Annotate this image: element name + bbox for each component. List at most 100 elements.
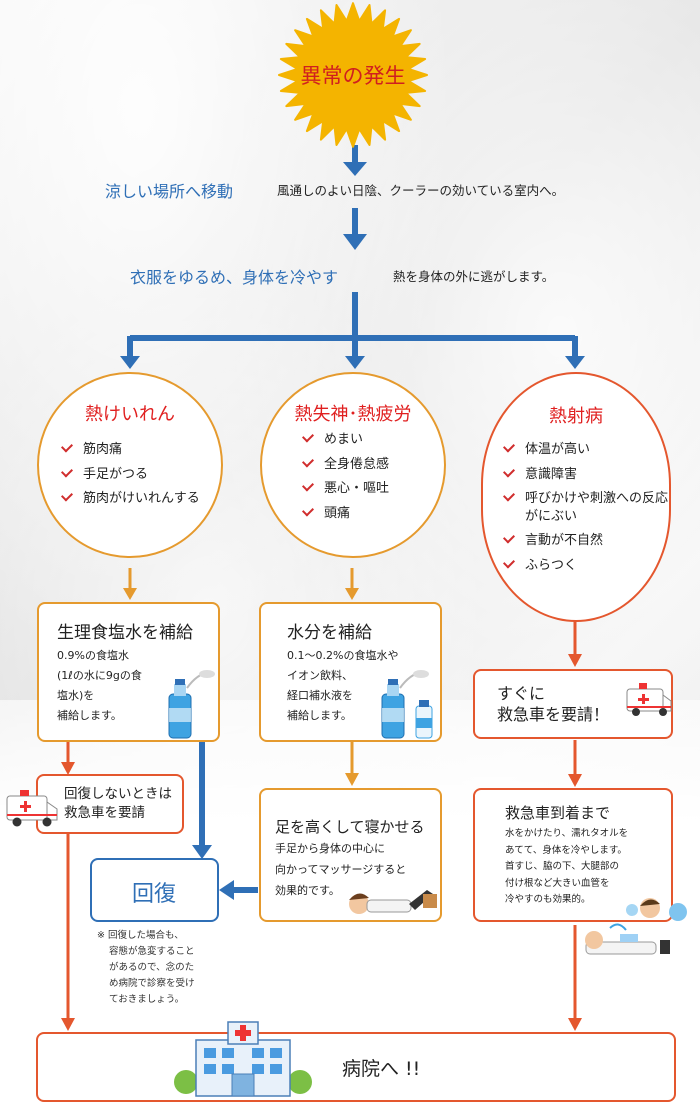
symptom-item: 言動が不自然: [501, 529, 669, 554]
action-call-ambulance: すぐに 救急車を要請！: [473, 669, 673, 739]
check-icon: [301, 479, 315, 492]
symptom-item: 悪心・嘔吐: [300, 477, 389, 502]
arrowhead-heatstroke-to-ambulance: [568, 654, 582, 667]
followup-title: 足を高くして寝かせる: [275, 818, 425, 836]
arrowhead-branch-right: [565, 356, 585, 369]
step-cool-title: 衣服をゆるめ、身体を冷やす: [130, 268, 339, 287]
starburst: [278, 2, 428, 148]
action-title-line: すぐに: [497, 684, 546, 703]
arrowhead-branch-left: [120, 356, 140, 369]
recovery-note-line: があるので、念のた: [109, 962, 195, 973]
action-water: 水分を補給 0.1～0.2%の食塩水や イオン飲料、 経口補水液を 補給します。: [259, 602, 442, 742]
symptom-text: ふらつく: [525, 557, 578, 573]
arrowhead-saline-to-recovery: [192, 845, 212, 859]
followup-line: 救急車を要請: [64, 805, 145, 821]
drink-bottles-icon: [381, 670, 433, 739]
followup-body: 手足から身体の中心に 向かってマッサージすると 効果的です。: [275, 838, 406, 901]
symptom-item: 筋肉がけいれんする: [59, 487, 200, 512]
ambulance-icon: [6, 790, 58, 827]
symptom-item: 全身倦怠感: [300, 453, 389, 478]
symptom-text: 悪心・嘔吐: [324, 481, 390, 496]
arrowhead-waiting-to-hospital: [568, 1018, 582, 1031]
condition-heat-stroke: 熱射病 体温が高い 意識障害 呼びかけや刺激への反応がにぶい 言動が不自然 ふら…: [481, 372, 671, 622]
check-icon: [60, 489, 74, 502]
symptom-text: 呼びかけや刺激への反応がにぶい: [525, 491, 669, 524]
cooling-person-icon: [585, 898, 687, 955]
arrowhead-noreply-to-hospital: [61, 1018, 75, 1031]
action-line: 0.9%の食塩水: [57, 649, 129, 662]
followup-line: 冷やすのも効果的。: [505, 894, 591, 905]
symptom-item: 呼びかけや刺激への反応がにぶい: [501, 487, 669, 529]
check-icon: [301, 430, 315, 443]
action-line: 経口補水液を: [287, 689, 353, 702]
symptom-text: めまい: [324, 432, 364, 447]
symptom-text: 筋肉がけいれんする: [83, 491, 200, 506]
check-icon: [301, 503, 315, 517]
action-title: 生理食塩水を補給: [57, 623, 193, 643]
recovery-note: ※ 回復した場合も、 容態が急変すること があるので、念のた め病院で診察を受け…: [97, 928, 195, 1008]
symptom-text: 手足がつる: [83, 466, 149, 482]
symptom-text: 筋肉痛: [83, 442, 123, 457]
step-move-title: 涼しい場所へ移動: [105, 182, 234, 201]
action-line: (1ℓの水に9gの食: [57, 669, 142, 682]
followup-text: 回復しないときは 救急車を要請: [64, 785, 172, 823]
lying-person-icon: [349, 890, 437, 914]
step-cool-desc: 熱を身体の外に逃がします。: [393, 269, 555, 284]
action-title: すぐに 救急車を要請！: [497, 683, 609, 725]
check-icon: [502, 464, 516, 478]
check-icon: [301, 454, 315, 468]
arrowhead-fainting-to-water: [345, 588, 359, 600]
followup-until-ambulance: 救急車到着まで 水をかけたり、濡れタオルを あてて、身体を冷やします。 首すじ、…: [473, 788, 673, 922]
action-saline: 生理食塩水を補給 0.9%の食塩水 (1ℓの水に9gの食 塩水)を 補給します。: [37, 602, 220, 742]
followup-line: 回復しないときは: [64, 786, 172, 802]
action-line: 補給します。: [57, 709, 122, 722]
arrowhead-water-to-legs: [345, 773, 359, 786]
recovery-note-line: ※ 回復した場合も、: [97, 930, 184, 941]
followup-line: あてて、身体を冷やします。: [505, 844, 627, 856]
condition-heat-exhaustion: 熱失神･熱疲労 めまい 全身倦怠感 悪心・嘔吐 頭痛: [260, 372, 446, 558]
water-bottle-icon: [168, 670, 215, 739]
symptom-list: めまい 全身倦怠感 悪心・嘔吐 頭痛: [300, 428, 389, 526]
action-line: 0.1～0.2%の食塩水や: [287, 649, 399, 662]
ambulance-icon: [626, 683, 672, 716]
arrowhead-start-to-move: [343, 162, 367, 176]
followup-no-recovery: 回復しないときは 救急車を要請: [36, 774, 184, 834]
action-line: 塩水)を: [57, 689, 95, 702]
recovery-box: 回復: [90, 858, 219, 922]
action-line: 補給します。: [287, 709, 352, 722]
arrowhead-move-to-cool: [343, 234, 367, 250]
check-icon: [60, 464, 74, 478]
followup-line: 水をかけたり、濡れタオルを: [505, 828, 629, 839]
recovery-note-line: め病院で診察を受け: [109, 978, 195, 989]
followup-raise-legs: 足を高くして寝かせる 手足から身体の中心に 向かってマッサージすると 効果的です…: [259, 788, 442, 922]
condition-title: 熱けいれん: [85, 404, 175, 425]
arrowhead-cramps-to-saline: [123, 588, 137, 600]
symptom-text: 言動が不自然: [525, 533, 604, 548]
symptom-text: 頭痛: [324, 505, 351, 521]
check-icon: [502, 489, 516, 502]
symptom-text: 意識障害: [525, 466, 578, 482]
recovery-label: 回復: [132, 882, 177, 907]
followup-line: 手足から身体の中心に: [275, 842, 385, 855]
check-icon: [60, 440, 74, 453]
condition-title: 熱射病: [549, 406, 603, 427]
action-body: 0.1～0.2%の食塩水や イオン飲料、 経口補水液を 補給します。: [287, 646, 398, 726]
followup-line: 効果的です。: [275, 884, 340, 897]
symptom-item: 頭痛: [300, 502, 389, 527]
condition-title: 熱失神･熱疲労: [294, 404, 412, 425]
symptom-item: 体温が高い: [501, 438, 669, 463]
arrowhead-branch-mid: [345, 356, 365, 369]
action-title: 水分を補給: [287, 623, 372, 643]
check-icon: [502, 531, 516, 544]
check-icon: [502, 555, 516, 569]
symptom-text: 体温が高い: [525, 442, 591, 457]
condition-heat-cramps: 熱けいれん 筋肉痛 手足がつる 筋肉がけいれんする: [37, 372, 223, 558]
arrowhead-saline-to-noreply: [61, 762, 75, 775]
followup-line: 付け根など大きい血管を: [505, 877, 610, 889]
recovery-note-line: ておきましょう。: [109, 994, 185, 1005]
step-move-desc: 風通しのよい日陰、クーラーの効いている室内へ。: [277, 183, 565, 198]
action-body: 0.9%の食塩水 (1ℓの水に9gの食 塩水)を 補給します。: [57, 646, 142, 726]
hospital-building-icon: [174, 1021, 312, 1097]
followup-body: 水をかけたり、濡れタオルを あてて、身体を冷やします。 首すじ、脇の下、大腿部の…: [505, 826, 628, 909]
